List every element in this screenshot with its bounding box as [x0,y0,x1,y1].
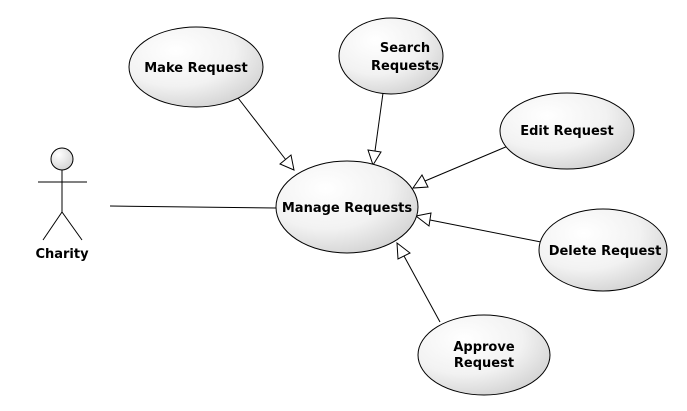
use-case-label-line-2: Request [454,356,514,371]
actor-right-leg [61,211,83,241]
hollow-triangle-arrowhead [414,212,432,227]
generalization-search-to-manage [367,92,384,167]
use-case-label-line-1: Approve [453,340,514,355]
actor-label: Charity [35,247,89,262]
use-case-label: Delete Request [549,244,662,259]
use-case-make-request[interactable]: Make Request [128,26,264,108]
use-case-manage-requests[interactable]: Manage Requests [275,160,419,254]
hollow-triangle-arrowhead [396,241,411,260]
use-case-search-requests[interactable]: Search Requests [338,17,444,95]
hollow-triangle-arrowhead [411,174,429,189]
generalization-edit-to-manage [411,145,509,189]
generalization-make-to-manage [234,93,295,171]
hollow-triangle-arrowhead [367,149,382,167]
use-case-label-line-2: Requests [371,59,439,74]
use-case-edit-request[interactable]: Edit Request [499,92,635,170]
generalization-approve-to-manage [396,241,441,323]
actor-charity[interactable]: Charity [35,147,89,262]
use-case-approve-request[interactable]: Approve Request [417,314,551,396]
hollow-triangle-arrowhead [279,154,295,171]
use-case-delete-request[interactable]: Delete Request [538,208,668,292]
actor-head [50,147,74,171]
use-case-label-line-1: Search [380,41,430,56]
use-case-label: Manage Requests [282,201,413,216]
association-charity-manage [109,205,277,209]
actor-left-leg [42,211,63,241]
generalization-delete-to-manage [414,212,542,243]
use-case-label: Make Request [144,61,248,76]
use-case-label: Edit Request [520,124,614,139]
